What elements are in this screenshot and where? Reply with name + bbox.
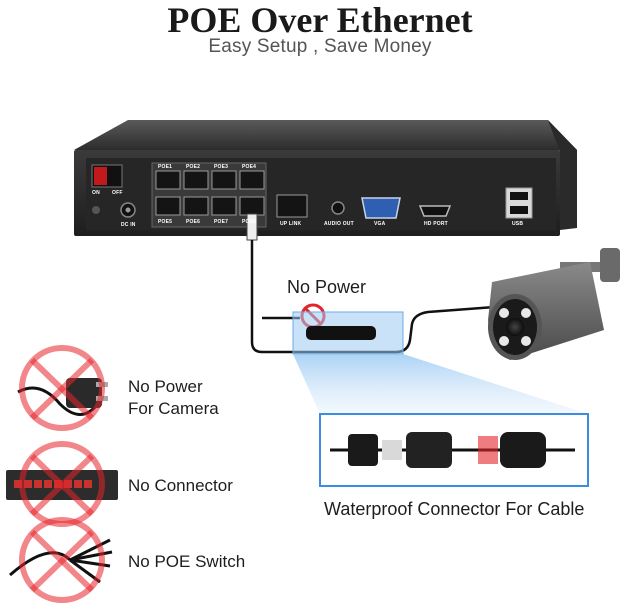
power-adapter-icon: [17, 345, 108, 431]
hd-port-label: HD PORT: [424, 221, 448, 227]
nvr-device: [74, 120, 577, 236]
waterproof-connector-detail: [319, 413, 589, 487]
switch-off-label: OFF: [112, 190, 123, 196]
page-subtitle: Easy Setup , Save Money: [208, 36, 432, 57]
benefit-1-line2: For Camera: [128, 399, 219, 418]
poe2-label: POE2: [186, 164, 201, 170]
network-switch-icon: [6, 441, 118, 527]
switch-on-label: ON: [92, 190, 100, 196]
poe1-label: POE1: [158, 164, 173, 170]
cable-connector-icon: [306, 326, 376, 340]
uplink-label: UP LINK: [280, 221, 302, 227]
audio-out-label: AUDIO OUT: [324, 221, 354, 227]
poe5-label: POE5: [158, 219, 173, 225]
no-power-callout: No Power: [287, 277, 367, 297]
waterproof-connector-caption: Waterproof Connector For Cable: [324, 499, 585, 519]
poe4-label: POE4: [242, 164, 257, 170]
splitter-cable-icon: [9, 517, 113, 603]
vga-label: VGA: [374, 221, 386, 227]
benefit-1-line1: No Power: [128, 377, 203, 396]
poe7-label: POE7: [214, 219, 229, 225]
benefit-2-text: No Connector: [128, 476, 233, 495]
zoom-beam: [293, 354, 588, 414]
benefit-3-text: No POE Switch: [128, 552, 246, 571]
bullet-camera-icon: [488, 248, 620, 360]
poe6-label: POE6: [186, 219, 201, 225]
poe8-label: POE8: [242, 219, 257, 225]
page-title: POE Over Ethernet: [167, 0, 473, 40]
dc-in-label: DC IN: [121, 222, 136, 228]
usb-label: USB: [512, 221, 524, 227]
poe3-label: POE3: [214, 164, 229, 170]
